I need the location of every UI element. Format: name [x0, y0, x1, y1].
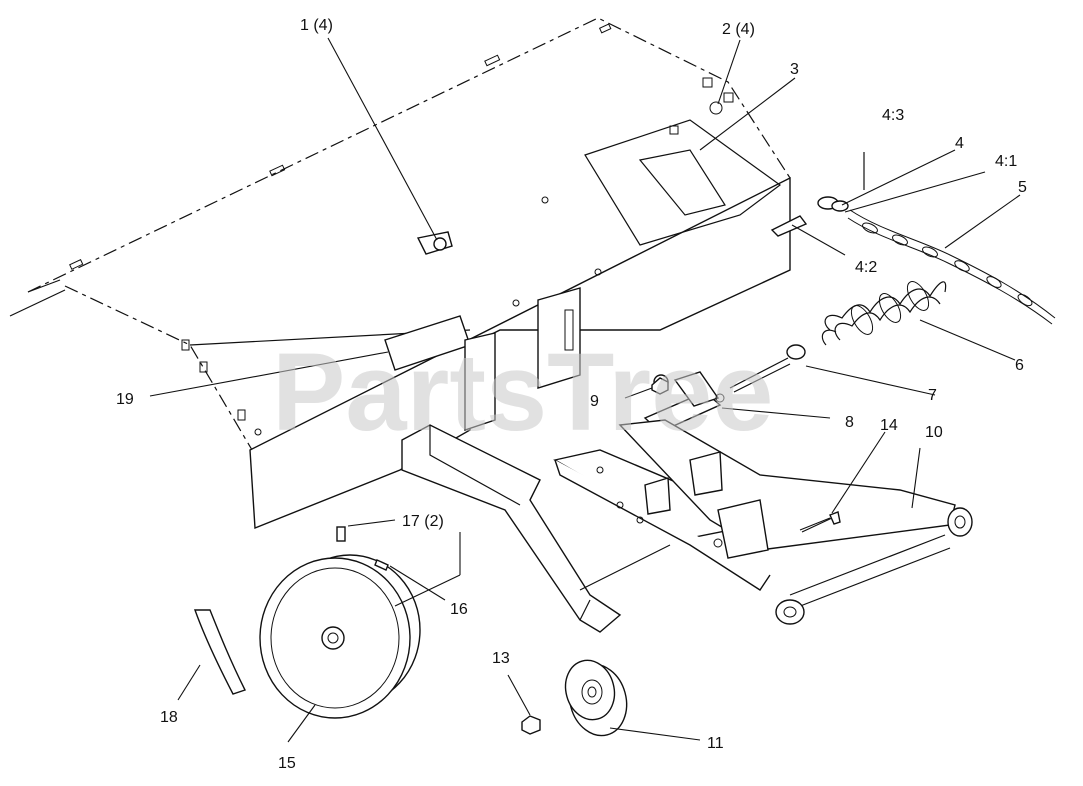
pin-17 — [336, 526, 346, 542]
lift-arm-10 — [553, 419, 973, 625]
leader-lines — [149, 37, 1021, 743]
callout-11: 11 — [707, 735, 724, 752]
callout-10: 10 — [925, 424, 943, 441]
callout-4-1: 4:1 — [995, 153, 1017, 170]
bolt-14 — [801, 511, 841, 533]
callout-4: 4 — [955, 135, 964, 152]
callout-9: 9 — [590, 393, 599, 410]
callout-19: 19 — [116, 391, 134, 408]
fastener-1 — [416, 231, 453, 255]
callout-3: 3 — [790, 61, 799, 78]
pulley-11 — [564, 659, 628, 737]
callout-18: 18 — [160, 709, 178, 726]
nut-13 — [521, 715, 541, 735]
callout-8: 8 — [845, 414, 854, 431]
callout-6: 6 — [1015, 357, 1024, 374]
key-16 — [374, 559, 389, 571]
callout-15: 15 — [278, 755, 296, 772]
callout-2: 2 (4) — [722, 21, 755, 38]
callouts: 1 (4) 2 (4) 3 4:3 4 4:1 5 4:2 6 7 8 9 10… — [116, 17, 1027, 772]
callout-17: 17 (2) — [402, 513, 444, 530]
callout-5: 5 — [1018, 179, 1027, 196]
wheel-15 — [259, 554, 421, 719]
spring-6 — [821, 281, 947, 346]
nut-9 — [651, 377, 669, 395]
callout-7: 7 — [928, 387, 937, 404]
callout-16: 16 — [450, 601, 468, 618]
callout-13: 13 — [492, 650, 510, 667]
callout-4-3: 4:3 — [882, 107, 904, 124]
callout-4-2: 4:2 — [855, 259, 877, 276]
callout-14: 14 — [880, 417, 898, 434]
eyebolt-7 — [729, 344, 806, 393]
wheel-arm — [401, 424, 622, 633]
side-plate-19 — [384, 287, 581, 431]
callout-1: 1 (4) — [300, 17, 333, 34]
watermark-text: PartsTree — [272, 331, 773, 454]
segment-18 — [194, 609, 246, 695]
